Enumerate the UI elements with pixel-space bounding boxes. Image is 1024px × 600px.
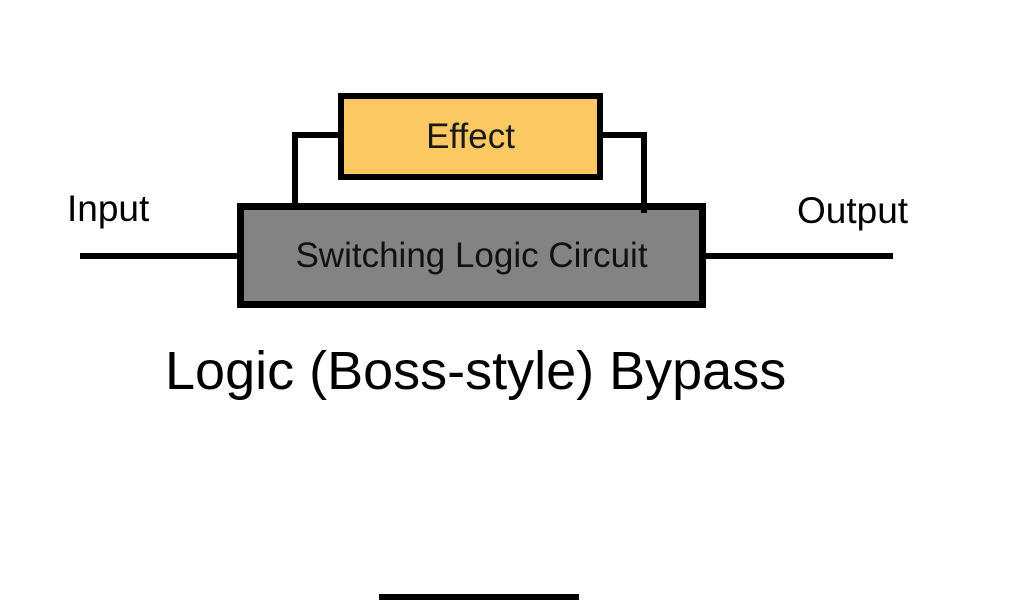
effect-block-label: Effect: [426, 116, 515, 156]
input-wire: [80, 253, 240, 259]
output-wire: [703, 253, 893, 259]
input-label: Input: [67, 188, 150, 229]
effect-return-wire-horizontal: [597, 132, 647, 138]
effect-send-wire-vertical: [292, 132, 298, 210]
effect-send-wire-horizontal: [292, 132, 344, 138]
diagram-title: Logic (Boss-style) Bypass: [165, 341, 787, 401]
effect-block: Effect: [338, 93, 603, 180]
effect-return-wire-vertical: [641, 132, 647, 213]
switching-logic-block-label: Switching Logic Circuit: [295, 235, 648, 275]
output-label: Output: [797, 190, 909, 231]
switching-logic-block: Switching Logic Circuit: [237, 203, 706, 308]
next-diagram-partial-box: [379, 594, 579, 600]
